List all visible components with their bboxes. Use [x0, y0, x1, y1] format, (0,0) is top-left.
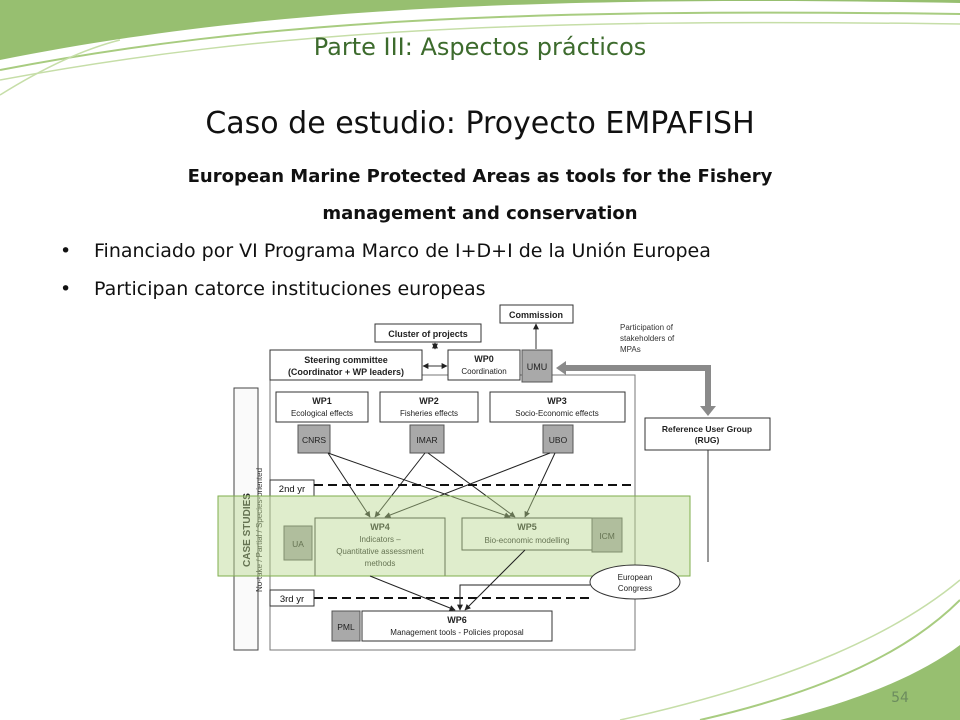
highlight-band	[217, 495, 691, 577]
steering-sublabel: (Coordinator + WP leaders)	[288, 367, 404, 377]
steering-label: Steering committee	[304, 355, 388, 365]
page-number: 54	[891, 690, 909, 706]
wp3-wp4-arrow	[384, 452, 551, 518]
commission-box	[499, 304, 574, 324]
wp4-wp6-arrow	[369, 575, 456, 611]
bullet-icon: •	[60, 240, 72, 262]
wp3-title: WP3	[547, 396, 567, 406]
imar-label: IMAR	[416, 435, 437, 445]
congress-sublabel: Congress	[618, 584, 652, 593]
bullet-item: • Participan catorce instituciones europe…	[60, 270, 711, 308]
case-studies-box	[233, 387, 259, 651]
umu-label: UMU	[527, 362, 548, 372]
case-studies-label: CASE STUDIES	[242, 493, 253, 567]
wp2-sub: Fisheries effects	[400, 409, 458, 418]
wp3-box	[489, 391, 626, 423]
pml-box	[331, 610, 361, 642]
wp5-title: WP5	[517, 522, 537, 532]
wp0-title: WP0	[474, 354, 494, 364]
wp5-wp6-arrow	[464, 549, 526, 611]
wp0-box	[447, 349, 521, 381]
wp1-sub: Ecological effects	[291, 409, 353, 418]
wp6-title: WP6	[447, 615, 467, 625]
european-congress-ellipse	[589, 564, 681, 600]
cnrs-label: CNRS	[302, 435, 326, 445]
bullet-text: Participan catorce instituciones europea…	[94, 278, 486, 300]
bullet-text: Financiado por VI Programa Marco de I+D+…	[94, 240, 711, 262]
case-studies-sublabel: No-take / Partial / Species-oriented	[255, 468, 264, 592]
icm-label: ICM	[599, 531, 615, 541]
wp4-line-1: Indicators –	[359, 535, 401, 544]
ubo-label: UBO	[549, 435, 568, 445]
umu-arrow-head	[556, 361, 566, 375]
ua-label: UA	[292, 539, 304, 549]
imar-box	[409, 424, 445, 454]
wp4-title: WP4	[370, 522, 390, 532]
ua-box	[283, 525, 313, 561]
bullet-item: • Financiado por VI Programa Marco de I+D…	[60, 232, 711, 270]
project-structure-diagram: CASE STUDIES No-take / Partial / Species…	[217, 304, 771, 651]
wp2-box	[379, 391, 479, 423]
steering-committee-box	[269, 349, 423, 381]
rug-sublabel: (RUG)	[695, 435, 720, 445]
slide-subtitle: European Marine Protected Areas as tools…	[187, 166, 773, 224]
umu-box	[521, 349, 553, 383]
cluster-box	[374, 323, 482, 343]
rug-label: Reference User Group	[662, 424, 752, 434]
congress-label: European	[618, 573, 653, 582]
cnrs-box	[297, 424, 331, 454]
wp3-sub: Socio-Economic effects	[515, 409, 598, 418]
wp1-box	[275, 391, 369, 423]
participation-line-2: stakeholders of	[620, 334, 675, 343]
wp6-box	[361, 610, 553, 642]
ubo-box	[542, 424, 574, 454]
participation-line-1: Participation of	[620, 323, 674, 332]
wp6-sub: Management tools - Policies proposal	[390, 628, 524, 637]
wp4-line-2: Quantitative assessment	[336, 547, 424, 556]
slide-title: Caso de estudio: Proyecto EMPAFISH	[205, 106, 755, 141]
congress-wp6-arrow	[457, 584, 590, 611]
section-title: Parte III: Aspectos prácticos	[313, 33, 647, 61]
commission-label: Commission	[509, 310, 563, 320]
bullet-list: • Financiado por VI Programa Marco de I+D…	[60, 232, 711, 308]
rug-arrow-head	[700, 406, 716, 416]
rug-box	[644, 417, 771, 451]
participation-line-3: MPAs	[620, 345, 641, 354]
year2-label: 2nd yr	[279, 484, 305, 495]
rug-feedback-arrow	[565, 365, 711, 408]
bullet-icon: •	[60, 278, 72, 300]
wp1-title: WP1	[312, 396, 332, 406]
wp0-sub: Coordination	[461, 367, 506, 376]
wp2-title: WP2	[419, 396, 439, 406]
wp4-box	[314, 517, 446, 577]
cluster-label: Cluster of projects	[388, 329, 468, 339]
year3-label: 3rd yr	[280, 594, 304, 605]
pml-label: PML	[337, 622, 355, 632]
icm-box	[591, 517, 623, 553]
wp4-line-3: methods	[365, 559, 396, 568]
wp5-sub: Bio-economic modelling	[485, 536, 570, 545]
